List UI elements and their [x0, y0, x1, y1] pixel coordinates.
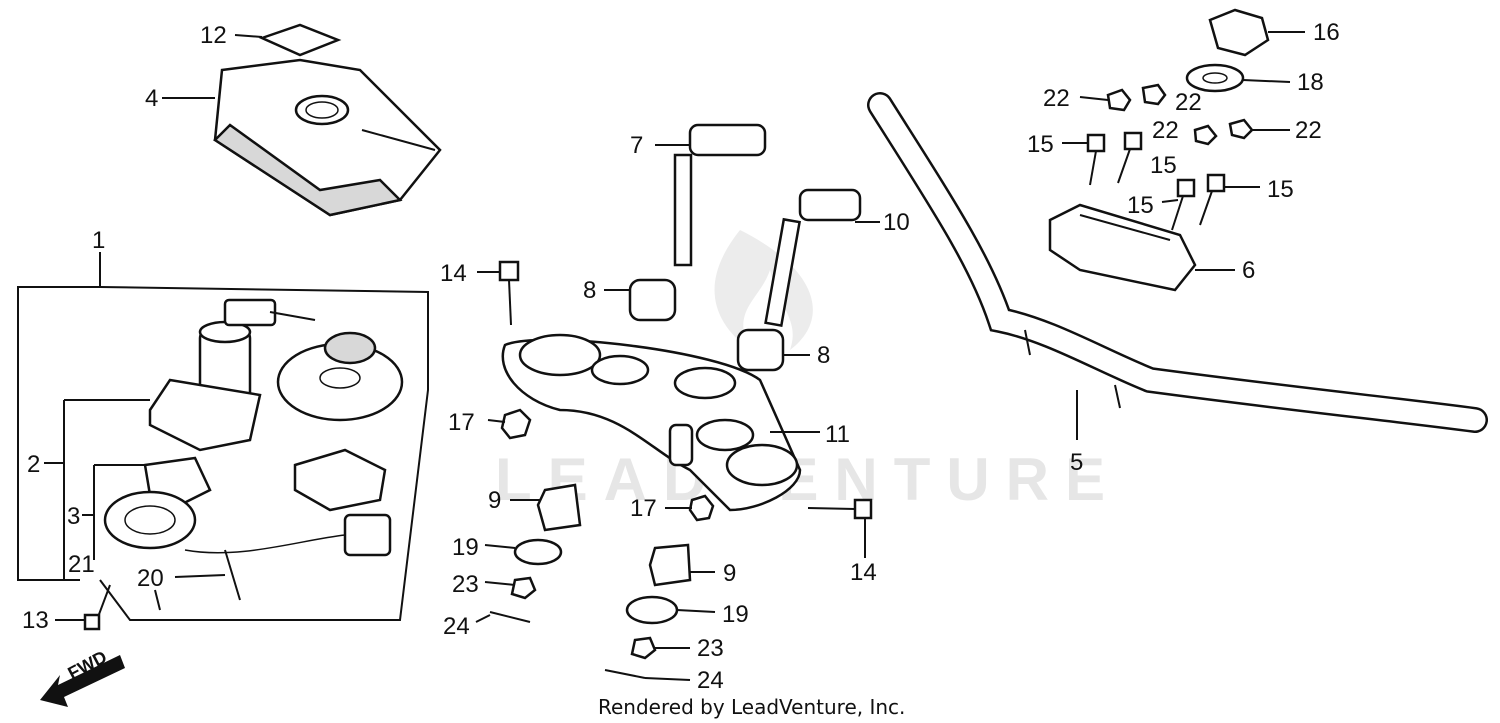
fwd-arrow-icon: FWD: [40, 647, 125, 707]
callout-22d: 22: [1295, 117, 1322, 144]
callouts: 12 4 1 2 3 21 20 13 7 10 8 8 14 17 11 9 …: [22, 19, 1340, 694]
callout-15c: 15: [1127, 192, 1154, 219]
callout-8b: 8: [817, 342, 830, 369]
callout-11: 11: [825, 421, 850, 448]
callout-14b: 14: [850, 559, 877, 586]
leader-lines: [44, 31, 1305, 681]
callout-19a: 19: [452, 534, 479, 561]
part-8-bushing: [628, 278, 785, 372]
callout-2: 2: [27, 451, 40, 478]
part-7-holder: [673, 123, 767, 267]
callout-22a: 22: [1043, 85, 1070, 112]
callout-7: 7: [630, 132, 643, 159]
part-10-holder: [764, 188, 862, 328]
watermark-flame-icon: [714, 230, 813, 350]
part-17-nut: [500, 408, 715, 522]
part-22-nut: [1106, 83, 1254, 146]
part-12-decal: [258, 23, 342, 57]
part-18-washer: [1185, 63, 1245, 93]
part-14-bolt: [498, 260, 873, 520]
callout-10: 10: [883, 209, 910, 236]
callout-24b: 24: [697, 667, 724, 694]
callout-6: 6: [1242, 257, 1255, 284]
callout-15a: 15: [1027, 131, 1054, 158]
callout-9b: 9: [723, 560, 736, 587]
callout-22c: 22: [1152, 117, 1179, 144]
part-9-rubber: [536, 483, 692, 587]
part-2-ignition-switch: [148, 298, 316, 452]
callout-15d: 15: [1267, 176, 1294, 203]
callout-13: 13: [22, 607, 49, 634]
callout-23a: 23: [452, 571, 479, 598]
callout-16: 16: [1313, 19, 1340, 46]
callout-17b: 17: [630, 495, 657, 522]
callout-20: 20: [137, 565, 164, 592]
callout-4: 4: [145, 85, 158, 112]
callout-8a: 8: [583, 277, 596, 304]
part-24-pin: [489, 611, 646, 679]
watermark: LEADVENTURE: [495, 230, 1121, 513]
callout-24a: 24: [443, 613, 470, 640]
footer-credit: Rendered by LeadVenture, Inc.: [598, 695, 905, 719]
part-15-bolt: [1086, 131, 1226, 231]
callout-3: 3: [67, 503, 80, 530]
callout-5: 5: [1070, 449, 1083, 476]
part-5-handlebar: [867, 92, 1488, 433]
watermark-text: LEADVENTURE: [495, 446, 1121, 513]
part-13-bolt: [83, 584, 111, 631]
part-16-cap-nut: [1208, 8, 1270, 57]
callout-17a: 17: [448, 409, 475, 436]
callout-12: 12: [200, 22, 227, 49]
callout-23b: 23: [697, 635, 724, 662]
callout-18: 18: [1297, 69, 1324, 96]
part-20-screw: [154, 549, 241, 611]
callout-1: 1: [92, 227, 105, 254]
part-connector: [184, 448, 392, 557]
callout-21: 21: [68, 551, 95, 578]
callout-19b: 19: [722, 601, 749, 628]
part-23-nut: [510, 576, 657, 660]
callout-22b: 22: [1175, 89, 1202, 116]
part-4-cover: [213, 58, 442, 217]
callout-14a: 14: [440, 260, 467, 287]
part-11-top-bridge: [501, 333, 802, 512]
part-6-upper-holder: [1048, 203, 1197, 292]
part-fuel-cap: [276, 331, 404, 422]
callout-9a: 9: [488, 487, 501, 514]
part-3-switch-body: [103, 456, 212, 550]
callout-15b: 15: [1150, 152, 1177, 179]
